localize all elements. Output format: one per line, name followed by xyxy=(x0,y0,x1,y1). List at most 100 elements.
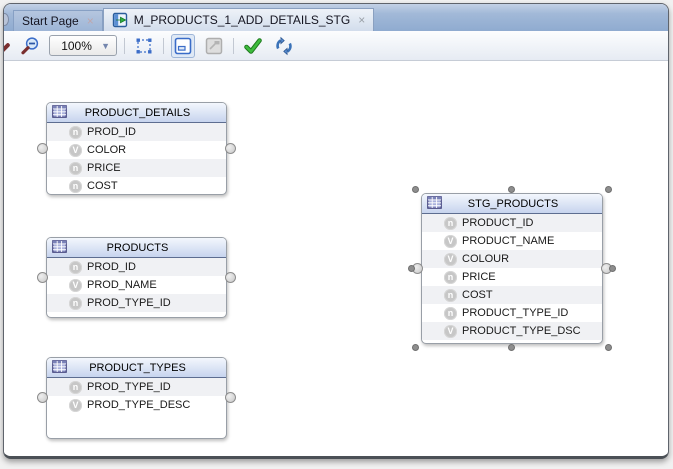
zoom-out-button[interactable] xyxy=(18,34,42,58)
column-type-icon: V xyxy=(444,252,457,266)
column-row[interactable]: V COLOR xyxy=(47,141,226,159)
selection-handle-top-center[interactable] xyxy=(508,186,515,193)
column-name: PRODUCT_ID xyxy=(462,217,534,229)
validate-check-icon xyxy=(244,37,262,54)
column-row[interactable]: n PRICE xyxy=(47,159,226,177)
table-grid-icon xyxy=(427,195,442,212)
selection-handle-mid-left[interactable] xyxy=(408,264,415,272)
table-title: PRODUCT_DETAILS xyxy=(84,106,191,119)
close-icon[interactable]: × xyxy=(86,14,94,28)
column-type-icon: n xyxy=(444,306,457,320)
column-name: COLOUR xyxy=(462,253,510,265)
tab-label: Start Page xyxy=(22,14,79,28)
column-type-icon: n xyxy=(444,216,457,230)
selection-handle-mid-right[interactable] xyxy=(609,264,616,272)
toolbar-separator xyxy=(233,37,234,54)
column-type-icon: V xyxy=(69,398,82,412)
column-name: PRICE xyxy=(462,271,496,283)
column-name: COLOR xyxy=(87,144,127,156)
column-name: PROD_TYPE_DESC xyxy=(87,399,191,411)
toolbar-separator xyxy=(124,37,125,54)
column-row[interactable]: n PRODUCT_ID xyxy=(422,214,602,232)
column-row[interactable]: n COST xyxy=(422,286,602,304)
column-name: PROD_TYPE_ID xyxy=(87,297,171,309)
table-header[interactable]: PRODUCTS xyxy=(47,238,226,258)
table-grid-icon xyxy=(52,104,67,121)
connector-port-right[interactable] xyxy=(225,392,236,403)
connector-port-left[interactable] xyxy=(37,271,48,283)
marquee-select-icon xyxy=(136,38,152,53)
column-row[interactable]: V PROD_TYPE_DESC xyxy=(47,396,226,414)
collapse-window-icon xyxy=(205,37,223,54)
diagram-toolbar: 100% ▼ xyxy=(4,31,668,61)
selection-handle-bottom-center[interactable] xyxy=(508,344,515,351)
column-name: PRODUCT_TYPE_DSC xyxy=(462,325,581,337)
toolbar-separator xyxy=(163,37,164,54)
table-header[interactable]: PRODUCT_DETAILS xyxy=(47,103,226,123)
clipped-zoom-in-icon xyxy=(4,34,11,58)
refresh-button[interactable] xyxy=(272,34,296,58)
zoom-level-value: 100% xyxy=(61,38,92,53)
table-grid-icon xyxy=(52,359,67,376)
collapse-window-button-disabled xyxy=(202,34,226,58)
column-type-icon: n xyxy=(69,161,82,175)
selection-handle-bottom-right[interactable] xyxy=(605,344,612,351)
dropdown-arrow-icon: ▼ xyxy=(101,40,110,51)
selection-handle-top-left[interactable] xyxy=(412,186,419,193)
connector-port-right[interactable] xyxy=(225,142,236,154)
refresh-icon xyxy=(276,36,292,55)
marquee-select-button[interactable] xyxy=(132,34,156,58)
column-type-icon: V xyxy=(444,234,457,248)
column-type-icon: n xyxy=(444,288,457,302)
column-name: COST xyxy=(87,180,118,192)
mapping-icon xyxy=(112,12,128,28)
close-icon[interactable]: × xyxy=(358,13,366,27)
column-name: PROD_TYPE_ID xyxy=(87,381,171,393)
table-header[interactable]: STG_PRODUCTS xyxy=(422,194,602,214)
column-name: PROD_ID xyxy=(87,261,136,273)
column-row[interactable]: n COST xyxy=(47,177,226,195)
tab-mapping[interactable]: M_PRODUCTS_1_ADD_DETAILS_STG × xyxy=(102,8,375,31)
validate-button[interactable] xyxy=(241,34,265,58)
editor-window: Start Page × M_PRODUCTS_1_ADD_DETAILS_ST… xyxy=(3,3,669,459)
selection-handle-bottom-left[interactable] xyxy=(412,344,419,351)
column-name: PRODUCT_TYPE_ID xyxy=(462,307,569,319)
selection-handle-top-right[interactable] xyxy=(605,186,612,193)
column-name: PROD_ID xyxy=(87,126,136,138)
column-name: PRICE xyxy=(87,162,121,174)
table-header[interactable]: PRODUCT_TYPES xyxy=(47,358,226,378)
column-row[interactable]: V PRODUCT_NAME xyxy=(422,232,602,250)
column-type-icon: V xyxy=(69,143,82,157)
column-row[interactable]: V COLOUR xyxy=(422,250,602,268)
connector-port-right[interactable] xyxy=(225,271,236,283)
column-type-icon: V xyxy=(69,278,82,292)
tab-bar: Start Page × M_PRODUCTS_1_ADD_DETAILS_ST… xyxy=(4,4,668,31)
column-name: COST xyxy=(462,289,493,301)
zoom-out-magnifier-icon xyxy=(21,36,39,54)
show-window-button[interactable] xyxy=(171,33,195,58)
table-grid-icon xyxy=(52,239,67,256)
connector-port-left[interactable] xyxy=(37,392,48,403)
clipped-tab-icon xyxy=(4,13,9,26)
table-title: PRODUCT_TYPES xyxy=(89,361,186,374)
zoom-level-select[interactable]: 100% ▼ xyxy=(49,35,117,56)
tab-start-page[interactable]: Start Page × xyxy=(13,10,103,31)
column-name: PRODUCT_NAME xyxy=(462,235,555,247)
column-type-icon: n xyxy=(69,179,82,193)
connector-port-left[interactable] xyxy=(37,142,48,154)
tab-label: M_PRODUCTS_1_ADD_DETAILS_STG xyxy=(133,13,351,27)
table-title: PRODUCTS xyxy=(106,241,169,254)
column-row[interactable]: n PRODUCT_TYPE_ID xyxy=(422,304,602,322)
